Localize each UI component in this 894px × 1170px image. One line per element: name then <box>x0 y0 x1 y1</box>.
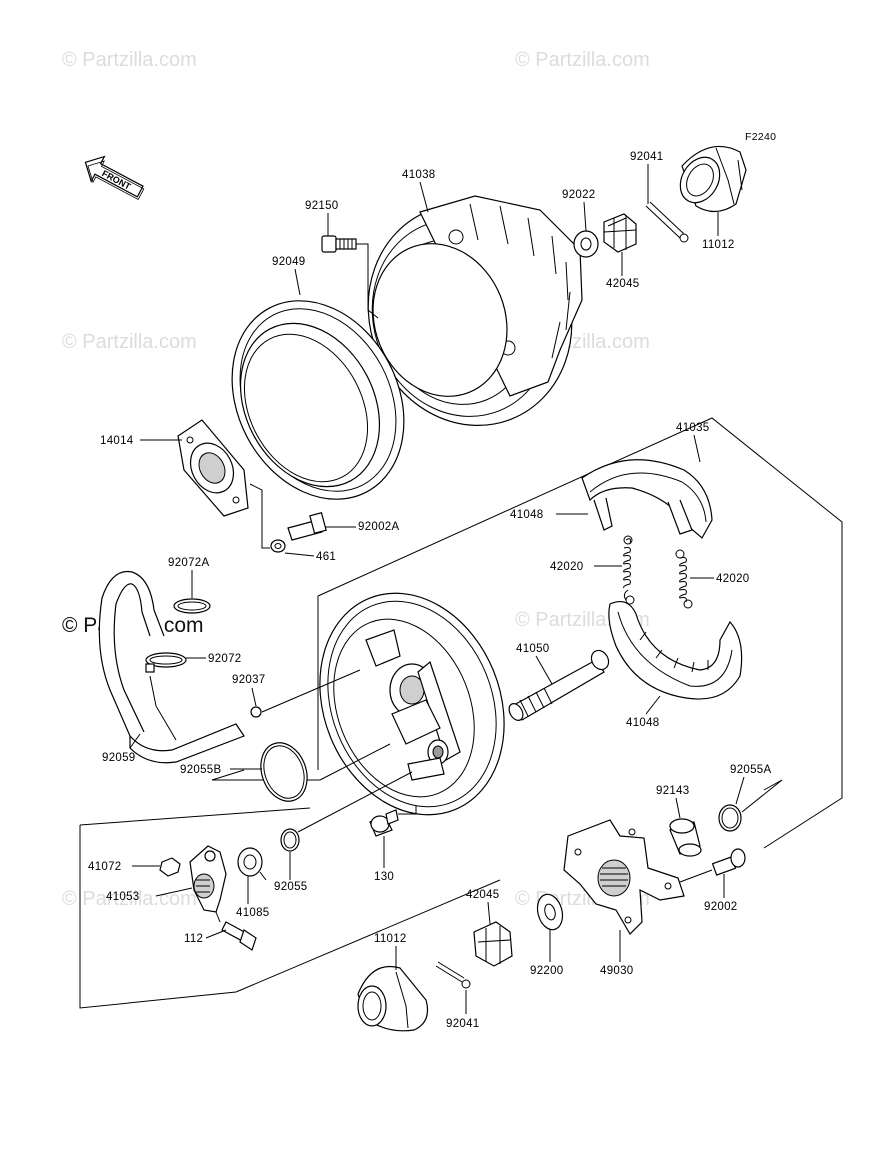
drain-plug-130 <box>369 809 399 837</box>
nut-41072 <box>159 857 181 877</box>
part-label-92055A: 92055A <box>730 764 771 776</box>
bolt-92002 <box>711 848 746 876</box>
brake-shoe-lower <box>608 601 743 700</box>
part-label-49030: 49030 <box>600 965 633 977</box>
part-label-92200: 92200 <box>530 965 563 977</box>
part-label-41038: 41038 <box>402 169 435 181</box>
part-label-92072A: 92072A <box>168 557 209 569</box>
o-ring-92055A <box>718 804 742 832</box>
part-label-41085: 41085 <box>236 907 269 919</box>
part-label-112: 112 <box>184 933 203 945</box>
assembly-frame <box>317 417 843 849</box>
bolt-112 <box>221 921 257 951</box>
o-ring-92055 <box>280 828 300 852</box>
part-label-92150: 92150 <box>305 200 338 212</box>
castle-nut-bottom <box>473 921 513 967</box>
part-label-41048-upper: 41048 <box>510 509 543 521</box>
part-label-92143: 92143 <box>656 785 689 797</box>
part-label-42045-bottom: 42045 <box>466 889 499 901</box>
bearing-housing <box>177 419 249 517</box>
washer-41085 <box>237 847 267 881</box>
brake-lever <box>189 845 227 913</box>
spring-left <box>623 535 635 605</box>
part-label-92022: 92022 <box>562 189 595 201</box>
part-label-461: 461 <box>316 551 336 563</box>
cotter-pin-top <box>645 201 689 243</box>
breather-tube <box>98 570 245 764</box>
part-label-92055B: 92055B <box>180 764 221 776</box>
part-label-41035: 41035 <box>676 422 709 434</box>
part-label-11012-top: 11012 <box>702 239 735 251</box>
watermark: © Partzilla.com <box>62 888 197 910</box>
cotter-pin-bottom <box>435 961 471 989</box>
brake-backing-plate <box>319 592 505 816</box>
part-label-92041-bottom: 92041 <box>446 1018 479 1030</box>
clip-92037 <box>250 706 262 718</box>
brake-drum <box>367 195 583 426</box>
part-label-92055: 92055 <box>274 881 307 893</box>
bolt-92002A <box>287 512 327 541</box>
castle-nut-top <box>603 213 637 253</box>
part-label-92049: 92049 <box>272 256 305 268</box>
front-arrow-icon: FRONT <box>84 155 145 201</box>
part-label-11012-bottom: 11012 <box>374 933 407 945</box>
part-label-14014: 14014 <box>100 435 134 447</box>
brake-shoe-upper <box>581 459 713 539</box>
part-label-42045-top: 42045 <box>606 278 639 290</box>
figure-code: F2240 <box>745 131 776 143</box>
part-label-92072: 92072 <box>208 653 241 665</box>
part-label-92002A: 92002A <box>358 521 399 533</box>
watermark: © Partzilla.com <box>62 49 197 71</box>
part-label-130: 130 <box>374 871 394 883</box>
watermark: © Partzilla.com <box>515 49 650 71</box>
seal-ring <box>231 300 405 500</box>
clamp-92072 <box>145 652 187 673</box>
part-label-92002: 92002 <box>704 901 737 913</box>
part-label-92059: 92059 <box>102 752 135 764</box>
part-label-42020-right: 42020 <box>716 573 749 585</box>
bolt-92150 <box>321 235 357 253</box>
watermark: © Partzilla.com <box>62 331 197 353</box>
hub-cap-bottom <box>357 966 429 1032</box>
washer-92200 <box>536 893 564 931</box>
part-label-41050: 41050 <box>516 643 549 655</box>
part-label-92041-top: 92041 <box>630 151 663 163</box>
o-ring-92055B <box>260 742 308 802</box>
brake-camshaft <box>508 649 610 721</box>
wheel-hub <box>563 819 685 935</box>
part-label-41053: 41053 <box>106 891 139 903</box>
spacer-92143 <box>669 818 702 857</box>
washer-92022 <box>573 230 599 258</box>
hub-cap-top <box>679 145 747 213</box>
spring-right <box>675 549 693 609</box>
part-label-41048-lower: 41048 <box>626 717 659 729</box>
part-label-92037: 92037 <box>232 674 265 686</box>
lock-washer-461 <box>270 539 286 553</box>
clamp-92072A <box>173 598 211 614</box>
part-label-42020-left: 42020 <box>550 561 583 573</box>
part-label-41072: 41072 <box>88 861 121 873</box>
